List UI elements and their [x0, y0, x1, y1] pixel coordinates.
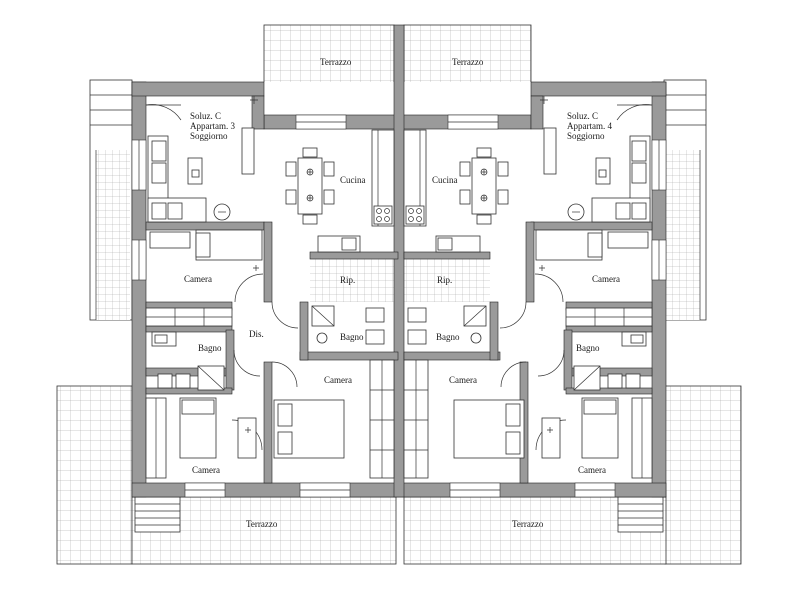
stairs-right [663, 79, 707, 321]
room-labels: Terrazzo Terrazzo Soluz. C Appartam. 3 S… [184, 57, 620, 529]
wardrobes [145, 307, 653, 479]
steps-bottom-right [617, 496, 664, 533]
beds-upper [149, 229, 649, 261]
label-soluz-left: Soluz. C [190, 111, 221, 121]
stairs-left [89, 79, 133, 321]
sofa-right [591, 135, 651, 223]
label-cucina-left: Cucina [340, 175, 366, 185]
dining-tables [285, 147, 509, 225]
tv-units [213, 127, 585, 221]
windows [131, 114, 667, 498]
label-appartam-left: Appartam. 3 [190, 121, 235, 131]
steps-bottom-left [134, 496, 181, 533]
label-bagno-right: Bagno [576, 343, 600, 353]
bathroom-fixtures [151, 305, 647, 391]
label-soluz-right: Soluz. C [567, 111, 598, 121]
light-points [245, 96, 553, 433]
label-cucina-right: Cucina [432, 175, 458, 185]
label-soggiorno-right: Soggiorno [567, 131, 605, 141]
label-camera-lower-right: Camera [578, 465, 606, 475]
sofa-left [147, 135, 207, 223]
label-camera-upper-left: Camera [184, 274, 212, 284]
label-camera-center-right: Camera [449, 375, 477, 385]
label-rip-right: Rip. [437, 275, 452, 285]
label-terrazzo-bottom-left: Terrazzo [246, 519, 278, 529]
label-terrazzo-bottom-right: Terrazzo [512, 519, 544, 529]
label-rip-left: Rip. [340, 275, 355, 285]
label-soggiorno-left: Soggiorno [190, 131, 228, 141]
label-terrazzo-top-left: Terrazzo [320, 57, 352, 67]
label-appartam-right: Appartam. 4 [567, 121, 612, 131]
beds-lower [179, 397, 619, 459]
label-camera-center-left: Camera [324, 375, 352, 385]
label-camera-upper-right: Camera [592, 274, 620, 284]
label-dis: Dis. [249, 329, 264, 339]
label-bagno-left: Bagno [198, 343, 222, 353]
label-bagno-center-right: Bagno [436, 332, 460, 342]
label-bagno-center-left: Bagno [340, 332, 364, 342]
label-camera-lower-left: Camera [192, 465, 220, 475]
kitchen-counters [317, 129, 481, 253]
label-terrazzo-top-right: Terrazzo [452, 57, 484, 67]
